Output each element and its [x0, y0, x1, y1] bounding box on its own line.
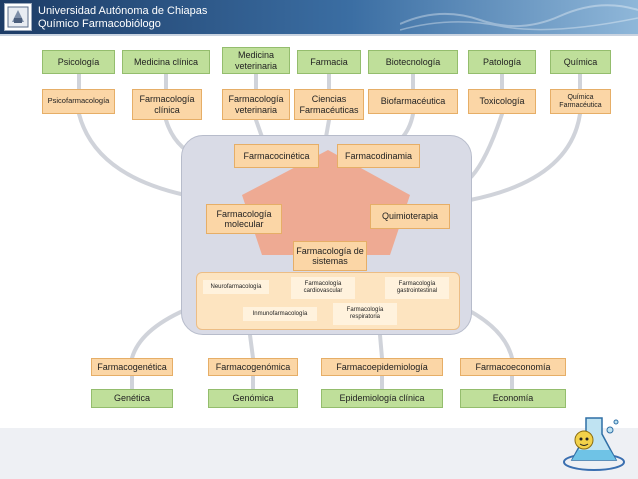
field-farmacogenetica: Farmacogenética	[91, 358, 173, 376]
discipline-medicina-veterinaria: Medicina veterinaria	[222, 47, 290, 74]
field-quimica-farmaceutica: Química Farmacéutica	[550, 89, 611, 114]
subfield-gastrointestinal: Farmacología gastrointestinal	[385, 277, 449, 299]
header-separator	[0, 34, 638, 36]
core-farmacocinetica: Farmacocinética	[234, 144, 319, 168]
discipline-psicologia: Psicología	[42, 50, 115, 74]
discipline-genetica: Genética	[91, 389, 173, 408]
discipline-epidemiologia-clinica: Epidemiología clínica	[321, 389, 443, 408]
field-toxicologia: Toxicología	[468, 89, 536, 114]
field-farmacogenomica: Farmacogenómica	[208, 358, 298, 376]
field-farmacologia-veterinaria: Farmacología veterinaria	[222, 89, 290, 120]
university-name: Universidad Autónoma de Chiapas	[38, 5, 208, 17]
header-wave-decoration	[400, 4, 638, 31]
field-farmacologia-clinica: Farmacología clínica	[132, 89, 202, 120]
discipline-farmacia: Farmacia	[297, 50, 361, 74]
field-psicofarmacologia: Psicofarmacología	[42, 89, 115, 114]
discipline-quimica: Química	[550, 50, 611, 74]
discipline-biotecnologia: Biotecnología	[368, 50, 458, 74]
discipline-medicina-clinica: Medicina clínica	[122, 50, 210, 74]
core-quimioterapia: Quimioterapia	[370, 204, 450, 229]
footer-band	[0, 428, 638, 479]
program-name: Químico Farmacobiólogo	[38, 18, 161, 30]
core-farmacologia-sistemas: Farmacología de sistemas	[293, 241, 367, 271]
discipline-genomica: Genómica	[208, 389, 298, 408]
discipline-patologia: Patología	[468, 50, 536, 74]
field-ciencias-farmaceuticas: Ciencias Farmacéuticas	[294, 89, 364, 120]
university-logo	[4, 3, 32, 31]
subfield-neurofarmacologia: Neurofarmacología	[203, 280, 269, 294]
core-farmacodinamia: Farmacodinamia	[337, 144, 420, 168]
subfield-inmunofarmacologia: Inmunofarmacología	[243, 307, 317, 321]
field-farmacoepidemiologia: Farmacoepidemiología	[321, 358, 443, 376]
subfield-respiratoria: Farmacología respiratoria	[333, 303, 397, 325]
field-biofarmaceutica: Biofarmacéutica	[368, 89, 458, 114]
core-farmacologia-molecular: Farmacología molecular	[206, 204, 282, 234]
discipline-economia: Economía	[460, 389, 566, 408]
flask-mascot-icon	[563, 417, 625, 471]
field-farmacoeconomia: Farmacoeconomía	[460, 358, 566, 376]
subfield-cardiovascular: Farmacología cardiovascular	[291, 277, 355, 299]
header-bar: Universidad Autónoma de Chiapas Químico …	[0, 0, 638, 34]
